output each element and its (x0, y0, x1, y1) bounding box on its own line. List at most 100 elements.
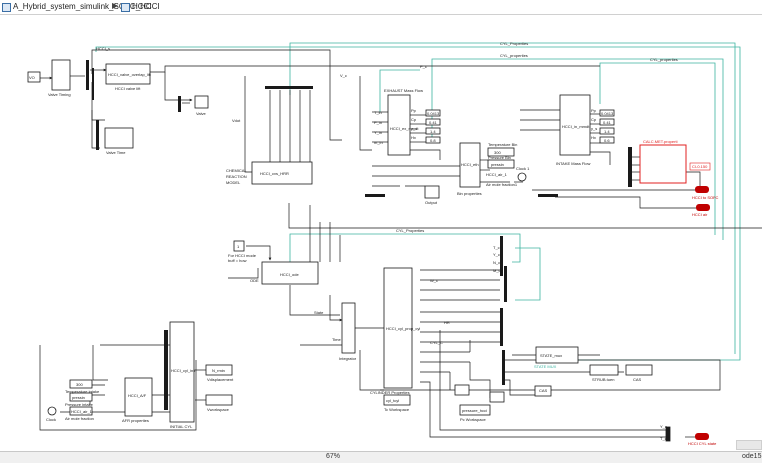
cas-label: CAS (633, 377, 642, 382)
valve-timing-block[interactable] (51, 59, 71, 91)
pressure-intake-block[interactable] (69, 392, 93, 402)
cas2-block[interactable] (534, 385, 552, 397)
clock1-block[interactable] (517, 172, 527, 182)
const-block[interactable] (425, 136, 441, 144)
output-scope-block[interactable] (424, 185, 440, 199)
tc-inner-label: cyl_tcyl (386, 398, 399, 403)
exhaust-mass-flow-block[interactable] (387, 94, 411, 156)
port-label: y_s (591, 126, 597, 131)
valve-overlap-label: HCCI_valve_overlap_lift (108, 72, 152, 77)
breadcrumb-root[interactable]: A_Hybrid_system_simulink_SOFC_HCCI (2, 1, 160, 13)
bin-properties-block[interactable] (459, 142, 481, 188)
for-hcci-mode-label-2: buff = how (228, 258, 247, 263)
bus-creator-block[interactable] (665, 426, 671, 442)
block-diagram[interactable]: VO Valve Timing HCCI_valve_overlap_lift … (0, 15, 762, 451)
for-hcci-mode-label: For HCCI mode (228, 253, 257, 258)
hcci-air-goto[interactable] (696, 204, 710, 211)
breadcrumb-child[interactable]: HCCI (121, 1, 152, 13)
const-block[interactable] (599, 127, 615, 135)
vwork-label: Vworkspace (207, 407, 230, 412)
strub-block[interactable] (589, 364, 619, 376)
pressure-ws-label: Pc Workspace (460, 417, 486, 422)
vo-label: VO (29, 75, 35, 80)
intake-label: INTAKE Mass Flow (556, 161, 590, 166)
bin-temp-value: 300 (494, 150, 501, 155)
tc-workspace-block[interactable] (383, 394, 411, 406)
ci-label: CI-0.150 (692, 164, 708, 169)
bin-fraction-label: Air mole fraction1 (486, 182, 518, 187)
valve-time-block[interactable] (104, 127, 134, 149)
pressure-bin-block[interactable] (487, 159, 515, 169)
cylinder-properties-block[interactable] (383, 267, 413, 389)
port-label: m_in (374, 140, 383, 145)
bin-fraction-value: HCCI_air_1 (486, 172, 508, 177)
afr-properties-block[interactable] (124, 377, 153, 417)
port-label: Hx (591, 135, 596, 140)
bus-label: M_c (493, 268, 501, 273)
air-mole-value: HCCI_air_1 (71, 409, 93, 414)
pressure-intake-value: pressin (72, 395, 85, 400)
const-value: 0.6 (604, 138, 610, 143)
solver-name[interactable]: ode15 (742, 453, 762, 460)
clock1-label: Clock 1 (516, 166, 530, 171)
cylinder-props-label: CYLINDER Properties (370, 390, 410, 395)
pressure-workspace-block[interactable] (459, 404, 491, 416)
const-block[interactable] (425, 127, 441, 135)
simulink-canvas[interactable]: VO Valve Timing HCCI_valve_overlap_lift … (0, 15, 762, 451)
ode-block[interactable] (261, 261, 319, 285)
intake-mass-flow-block[interactable] (559, 94, 591, 156)
ci-display[interactable] (689, 162, 711, 171)
clock-block[interactable] (47, 406, 57, 416)
status-bar: 67% ode15 (0, 451, 762, 463)
pressure-inner-label: pressure_hcci (462, 408, 487, 413)
port-label: Y_in (374, 130, 382, 135)
chemical-reaction-block[interactable] (251, 161, 313, 185)
port-label: Pp (591, 108, 597, 113)
state-mux-block[interactable] (535, 346, 579, 364)
const-block[interactable] (425, 109, 441, 117)
const-block[interactable] (599, 118, 615, 126)
chem-label-1: CHEMICAL (226, 168, 247, 173)
bus-label: CYL_Properties (500, 41, 528, 46)
vworkspace-block[interactable] (205, 394, 233, 406)
port-label: P_in (374, 120, 382, 125)
t-c-label: T_c (660, 436, 667, 441)
vo-const-block[interactable] (27, 71, 41, 83)
output-label: Output (425, 200, 438, 205)
vdisplacement-block[interactable] (205, 364, 233, 376)
hcci-to-sofc-goto[interactable] (695, 186, 709, 193)
intake-inner-label: HCCI_in_mmdt (562, 124, 590, 129)
valve-overlap-block[interactable] (105, 63, 151, 85)
integrator-block[interactable] (341, 302, 356, 354)
bus-label: CYL_properties (650, 57, 678, 62)
tc-workspace-label: Tc Workspace (384, 407, 410, 412)
cas-block[interactable] (625, 364, 653, 376)
hcci-mode-const-block[interactable] (233, 240, 245, 252)
scope-block[interactable] (489, 391, 505, 403)
valve-scope-block[interactable] (194, 95, 209, 109)
temperature-bin-block[interactable] (487, 147, 515, 157)
calc-met-properties-block[interactable] (639, 144, 687, 184)
signal-lines (39, 49, 762, 438)
scope-block[interactable] (454, 384, 470, 396)
const-block[interactable] (425, 118, 441, 126)
const-block[interactable] (599, 109, 615, 117)
const-block[interactable] (599, 136, 615, 144)
strub-label: STRUB.tuen (592, 377, 614, 382)
bus-label: P_c (420, 64, 427, 69)
temp-intake-label: Temperature intake (65, 389, 100, 394)
port-label: Pp (411, 108, 417, 113)
initial-inner-label: HCCI_cyl_init (171, 368, 196, 373)
bin-inner-label: HCCI_eth (461, 162, 479, 167)
calc-met-label: CALC.MET.properti (643, 139, 678, 144)
horizontal-scrollbar[interactable] (736, 440, 762, 450)
const-value: 0.41 (429, 120, 438, 125)
ode-label: ODE (250, 278, 259, 283)
zoom-level[interactable]: 67% (326, 453, 341, 460)
air-mole-fraction-block[interactable] (69, 406, 93, 416)
hcci-to-sofc-label: HCCI to SOFC (692, 195, 719, 200)
temperature-intake-block[interactable] (69, 379, 93, 389)
const-value: 1.4 (604, 129, 610, 134)
initial-cyl-block[interactable] (169, 321, 195, 423)
hcci-cyl-state-goto[interactable] (695, 433, 709, 440)
